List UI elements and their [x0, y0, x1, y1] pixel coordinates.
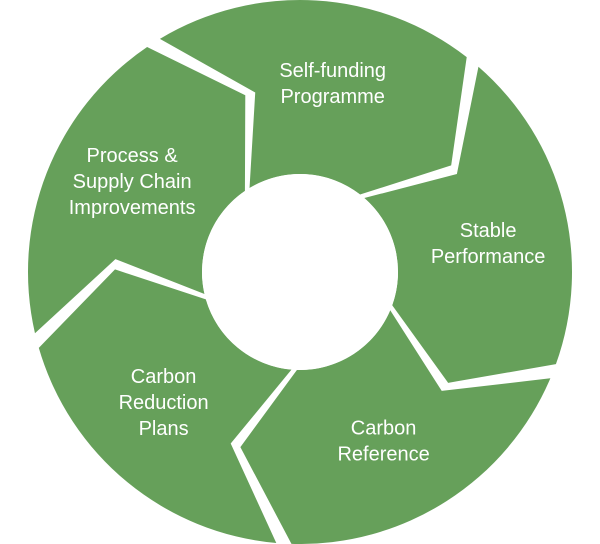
segment-carbon-reduction-plans [38, 269, 292, 543]
segment-process-supply-chain-improvements [27, 47, 246, 334]
segment-self-funding-programme [159, 0, 467, 195]
label-line: Reference [337, 444, 429, 466]
segment-carbon-reference [240, 310, 551, 544]
label-line: Supply Chain [73, 171, 192, 193]
label-line: Performance [431, 246, 546, 268]
label-line: Improvements [69, 197, 196, 219]
label-line: Self-funding [279, 60, 386, 82]
label-line: Plans [139, 418, 189, 440]
label-line: Process & [87, 145, 179, 167]
label-line: Reduction [119, 392, 209, 414]
label-line: Stable [460, 220, 517, 242]
center-hub [202, 174, 398, 370]
label-line: Programme [280, 86, 384, 108]
label-line: Carbon [131, 366, 197, 388]
label-line: Carbon [351, 418, 417, 440]
segment-stable-performance [364, 66, 573, 383]
cycle-segments [27, 0, 573, 544]
